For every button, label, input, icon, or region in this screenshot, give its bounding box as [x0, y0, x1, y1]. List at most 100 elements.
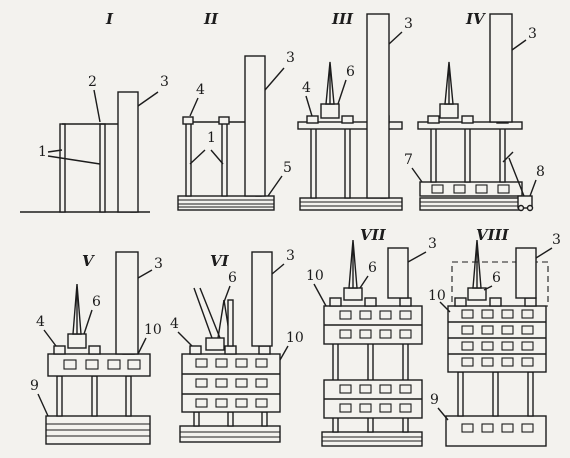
leader: [388, 31, 403, 45]
column: [185, 121, 192, 197]
stage-8: VIII: [428, 226, 561, 447]
leader: [177, 331, 193, 347]
column-extension: [227, 299, 234, 347]
label-crane: 6: [228, 270, 237, 286]
label-slab: 7: [404, 152, 413, 168]
leader: [83, 309, 93, 335]
crane-cab: [205, 337, 225, 351]
stage-5: V 3 6 4 10 9: [30, 251, 163, 445]
leader: [47, 149, 63, 153]
leader: [137, 269, 153, 279]
label-crane: 6: [92, 294, 101, 310]
stage-label-1: I: [105, 10, 114, 28]
leader: [189, 97, 199, 117]
jack: [399, 297, 412, 307]
slab: [419, 181, 523, 197]
leader: [93, 89, 101, 123]
column: [457, 371, 464, 417]
label-floor: 10: [428, 288, 446, 304]
tower: [515, 247, 537, 299]
tower: [115, 251, 139, 355]
label-columns: 1: [207, 130, 216, 146]
column: [99, 123, 106, 213]
leader: [137, 337, 147, 355]
leader: [359, 275, 369, 289]
tower: [244, 55, 266, 197]
leader: [305, 95, 313, 117]
crane-cab: [343, 287, 363, 301]
stage-label-6: VI: [210, 252, 230, 270]
leader: [189, 149, 206, 165]
leader: [43, 329, 57, 347]
jack: [53, 345, 66, 355]
label-floor: 10: [286, 330, 304, 346]
stage-label-8: VIII: [476, 226, 510, 244]
label-jack: 4: [302, 80, 311, 96]
foundation-slab: [299, 197, 403, 211]
stage-label-2: II: [203, 10, 219, 28]
label-tower: 3: [528, 26, 537, 42]
label-crane: 6: [346, 64, 355, 80]
jack: [258, 345, 271, 355]
label-tower: 3: [154, 256, 163, 272]
tower: [366, 13, 390, 199]
label-jack: 4: [170, 316, 179, 332]
leader: [313, 283, 327, 307]
tower: [489, 13, 513, 123]
stage-2: II 4 3 1 5: [177, 10, 295, 211]
column: [193, 411, 200, 427]
column: [527, 371, 534, 417]
leader: [529, 179, 537, 197]
column: [464, 127, 471, 183]
foundation-slab: [419, 197, 523, 211]
crane-cab: [67, 333, 87, 349]
leader: [279, 345, 289, 361]
label-crane: 6: [492, 270, 501, 286]
crane-boom: [193, 287, 213, 339]
label-winch: 8: [536, 164, 545, 180]
leader: [439, 301, 451, 313]
label-floor: 10: [144, 322, 162, 338]
jack: [489, 297, 502, 307]
column: [430, 127, 437, 183]
leader: [137, 91, 159, 107]
leader: [37, 393, 49, 417]
crane-cab: [320, 103, 340, 119]
stage-1: I 2 3 1: [20, 10, 169, 213]
label-floor: 10: [306, 268, 324, 284]
stage-6: VI: [170, 248, 304, 443]
leader: [407, 251, 427, 263]
leader: [264, 67, 285, 91]
base-slab: [321, 431, 423, 447]
stage-7: VII: [306, 226, 437, 447]
jack: [524, 297, 537, 307]
column: [227, 411, 234, 427]
column: [499, 127, 506, 183]
leader: [535, 247, 553, 259]
leader: [411, 167, 423, 183]
column: [261, 411, 268, 427]
label-pole: 2: [88, 74, 97, 90]
label-tower: 3: [160, 74, 169, 90]
label-jack: 4: [196, 82, 205, 98]
label-tower: 3: [286, 248, 295, 264]
jack: [189, 345, 202, 355]
jack: [88, 345, 101, 355]
tower: [387, 247, 409, 299]
tower: [251, 251, 273, 347]
foundation-slab: [177, 195, 275, 211]
jack: [218, 116, 230, 125]
column: [56, 375, 63, 417]
label-tower: 3: [286, 50, 295, 66]
leader: [223, 285, 231, 303]
leader: [511, 39, 527, 51]
stage-label-3: III: [331, 10, 354, 28]
label-columns: 1: [38, 144, 47, 160]
stage-4: IV 3 7 8: [404, 10, 545, 212]
column: [91, 375, 98, 417]
crane-cab: [467, 287, 487, 301]
jack: [454, 297, 467, 307]
stage-label-7: VII: [360, 226, 387, 244]
leader: [267, 175, 283, 197]
